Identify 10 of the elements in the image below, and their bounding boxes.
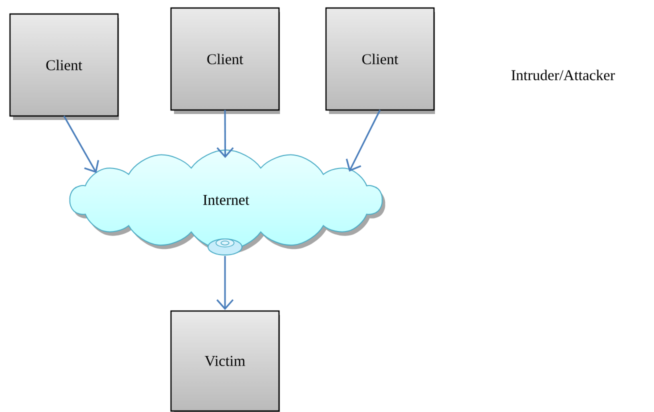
client-box: Victim bbox=[170, 310, 280, 412]
client-box: Client bbox=[325, 7, 435, 114]
arrow bbox=[216, 110, 234, 158]
label-text: Intruder/Attacker bbox=[512, 70, 615, 80]
cloud: Internet bbox=[69, 150, 386, 256]
client-box: Client bbox=[9, 13, 119, 120]
arrow bbox=[346, 110, 381, 172]
arrow bbox=[63, 116, 100, 173]
arrow bbox=[216, 256, 234, 310]
client-box: Client bbox=[170, 7, 280, 114]
